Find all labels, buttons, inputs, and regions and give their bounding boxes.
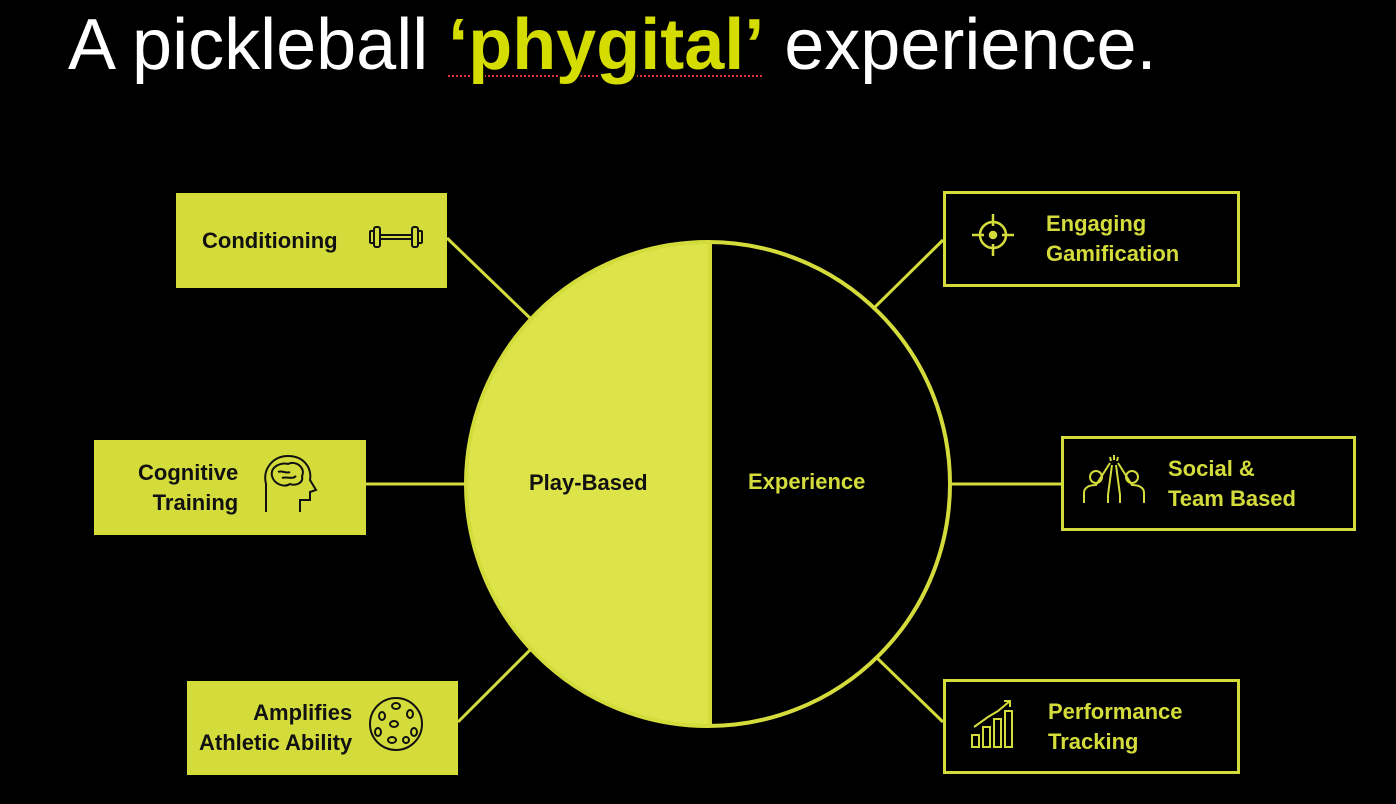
conditioning-box: Conditioning	[176, 193, 447, 288]
athletic-ability-box: Amplifies Athletic Ability	[187, 681, 458, 775]
circle-left-half	[466, 242, 708, 726]
social-team-box: Social & Team Based	[1061, 436, 1356, 531]
title-highlight: ‘phygital’	[448, 5, 765, 85]
engaging-line1: Engaging	[1046, 211, 1147, 236]
amplifies-line1: Amplifies	[253, 700, 353, 725]
connector-engaging	[873, 238, 945, 309]
play-based-label: Play-Based	[529, 470, 648, 495]
performance-line1: Performance	[1048, 698, 1183, 724]
pickleball-icon	[368, 696, 424, 760]
connector-amplifies	[456, 643, 537, 724]
engaging-line2: Gamification	[1046, 241, 1180, 266]
connector-conditioning	[445, 236, 532, 320]
performance-tracking-box: Performance Tracking	[943, 679, 1240, 774]
brain-head-icon	[258, 454, 318, 522]
high-five-icon	[1082, 454, 1146, 513]
cognitive-training-box: Cognitive Training	[94, 440, 366, 535]
connector-performance	[874, 655, 945, 724]
title-prefix: A pickleball	[68, 5, 449, 85]
target-crosshair-icon	[970, 212, 1016, 266]
social-line2: Team Based	[1168, 485, 1296, 511]
page-title: A pickleball ‘phygital’ experience.	[68, 4, 1157, 86]
social-line1: Social &	[1168, 455, 1255, 481]
connector-lines	[366, 236, 1061, 724]
bar-chart-icon	[970, 697, 1018, 757]
experience-label: Experience	[748, 469, 866, 494]
amplifies-line2: Athletic Ability	[199, 730, 353, 755]
cognitive-line1: Cognitive	[138, 459, 239, 485]
conditioning-label: Conditioning	[202, 227, 338, 253]
title-suffix: experience.	[764, 5, 1157, 85]
dumbbell-icon	[366, 224, 426, 258]
cognitive-line2: Training	[152, 489, 239, 515]
gamification-box: Engaging Gamification	[943, 191, 1240, 287]
performance-line2: Tracking	[1048, 728, 1139, 754]
